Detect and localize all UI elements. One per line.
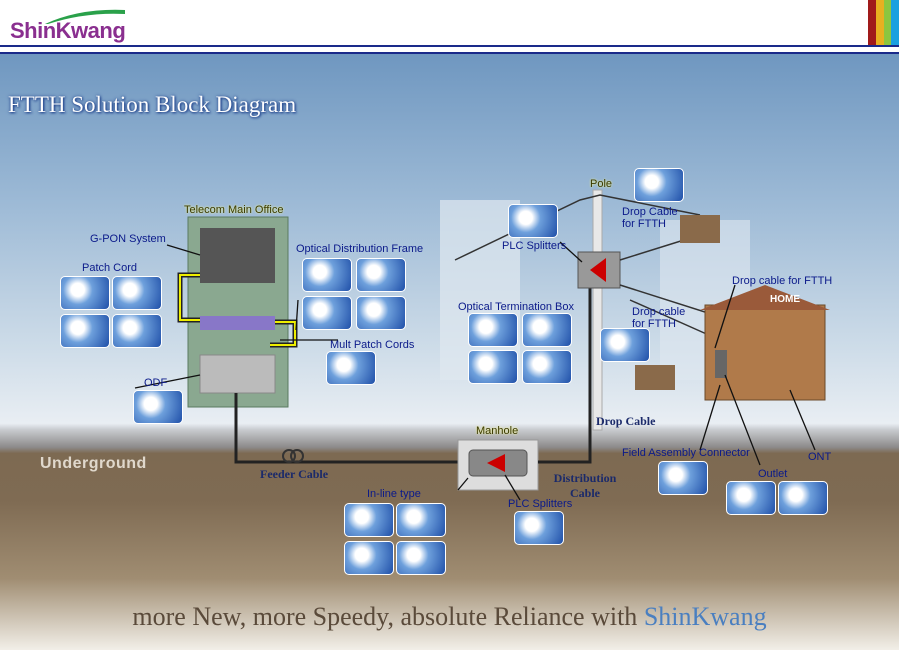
label-telecom-main-office: Telecom Main Office: [184, 204, 284, 216]
patch-cord-image: [60, 314, 110, 348]
drop-cable-image: [634, 168, 684, 202]
odf-image: [356, 258, 406, 292]
outlet-box: [715, 350, 727, 378]
label-pole: Pole: [590, 178, 613, 190]
small-house: [680, 215, 720, 243]
label-field-assembly-connector: Field Assembly Connector: [622, 447, 750, 459]
label-plc-splitters-bottom: PLC Splitters: [508, 498, 573, 510]
label-inline-type: In-line type: [367, 488, 421, 500]
patch-cord-image: [112, 276, 162, 310]
patch-cord-image: [60, 276, 110, 310]
diagram-title: FTTH Solution Block Diagram: [8, 92, 297, 117]
label-manhole: Manhole: [476, 425, 519, 437]
mult-patch-cords-image: [326, 351, 376, 385]
label-optical-distribution-frame: Optical Distribution Frame: [296, 243, 424, 255]
slogan-brand: ShinKwang: [643, 602, 767, 631]
odf-box: [199, 354, 276, 394]
label-drop-cable: Drop Cable: [596, 414, 656, 428]
label-patch-cord: Patch Cord: [82, 262, 138, 274]
slogan: more New, more Speedy, absolute Reliance…: [0, 602, 899, 632]
label-drop-cable-ftth-1: Drop Cable for FTTH: [622, 206, 678, 230]
label-gpon-system: G-PON System: [90, 233, 166, 245]
gpon-rack: [200, 228, 275, 283]
small-house: [635, 365, 675, 390]
otb-image: [468, 350, 518, 384]
label-plc-splitters-top: PLC Splitters: [502, 240, 567, 252]
inline-closure-image: [344, 503, 394, 537]
label-drop-cable-ftth-2: Drop cable for FTTH: [732, 275, 833, 287]
odf-panel: [200, 316, 275, 330]
label-home: HOME: [770, 294, 800, 305]
otb-image: [522, 350, 572, 384]
odf-image: [302, 296, 352, 330]
slogan-text: more New, more Speedy, absolute Reliance…: [132, 602, 644, 631]
plc-splitter-image: [514, 511, 564, 545]
odf-unit-image: [133, 390, 183, 424]
outlet-image: [726, 481, 776, 515]
feeder-cable: [234, 393, 462, 464]
label-outlet: Outlet: [758, 468, 788, 480]
label-ont: ONT: [808, 451, 832, 463]
plc-splitter-image: [508, 204, 558, 238]
distribution-cable: [538, 270, 592, 464]
logo-swoosh-icon: [45, 9, 125, 24]
outlet-image: [778, 481, 828, 515]
inline-closure-image: [396, 503, 446, 537]
field-connector-image: [658, 461, 708, 495]
divider: [0, 52, 899, 54]
inline-closure-image: [344, 541, 394, 575]
otb-image: [468, 313, 518, 347]
label-optical-termination-box: Optical Termination Box: [458, 301, 574, 313]
label-distribution-cable: Distribution Cable: [553, 471, 617, 500]
label-drop-cable-ftth-3: Drop cable for FTTH: [632, 306, 686, 330]
odf-image: [356, 296, 406, 330]
logo[interactable]: ShinKwang: [10, 18, 126, 43]
inline-closure-image: [396, 541, 446, 575]
patch-cord-image: [112, 314, 162, 348]
label-feeder-cable: Feeder Cable: [260, 467, 329, 481]
label-mult-patch-cords: Mult Patch Cords: [330, 339, 415, 351]
divider: [0, 45, 899, 47]
label-odf: ODF: [144, 377, 168, 389]
drop-cable-image: [600, 328, 650, 362]
color-stripes: [868, 0, 899, 46]
header: ShinKwang: [0, 0, 899, 46]
otb-image: [522, 313, 572, 347]
odf-image: [302, 258, 352, 292]
pole: [592, 189, 603, 431]
label-underground: Underground: [40, 455, 147, 472]
